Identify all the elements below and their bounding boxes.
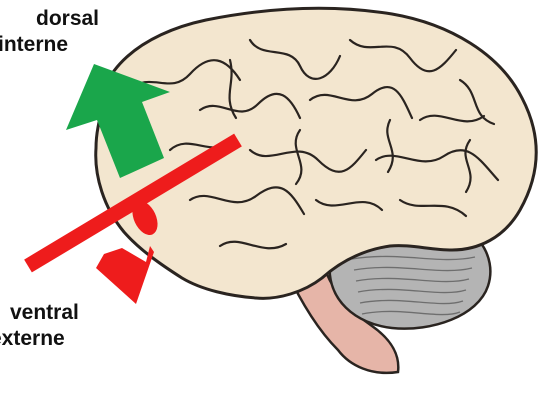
- dorsal-label-group: dorsal interne: [14, 6, 99, 58]
- ventral-label-group: ventral externe: [0, 300, 79, 352]
- ventral-arrow: [96, 246, 154, 304]
- interne-label: interne: [0, 32, 99, 58]
- ventral-label: ventral: [0, 300, 79, 326]
- externe-label: externe: [0, 326, 79, 352]
- dorsal-label: dorsal: [14, 6, 99, 32]
